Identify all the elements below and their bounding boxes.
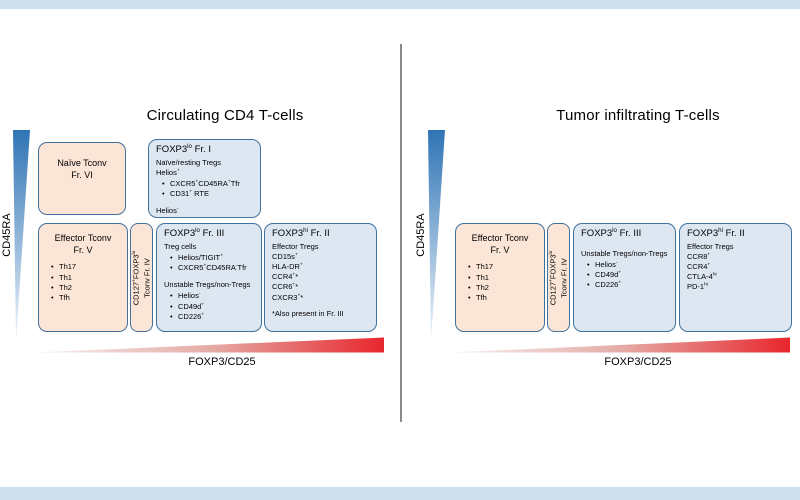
marker-line: CCR4+* bbox=[272, 272, 299, 282]
fr3-unstable-label: Unstable Tregs/non-Tregs bbox=[581, 248, 668, 258]
marker-item: CD31+ RTE bbox=[162, 189, 253, 199]
effector-tconv-title: Effector Tconv bbox=[54, 233, 112, 243]
fr4-line1: CD127+FOXP3lo bbox=[131, 250, 140, 305]
marker-line: PD-1hi bbox=[687, 282, 708, 292]
fr1-helios-negative: Helios- bbox=[156, 206, 179, 216]
effector-tconv-box: Effector Tconv Fr. V Th17 Th1 Th2 Tfh bbox=[455, 223, 545, 332]
marker-item: CD226+ bbox=[587, 280, 668, 290]
marker-item: CXCR5+CD45RA-Tfr bbox=[170, 263, 254, 273]
foxp3-gradient-wedge bbox=[450, 337, 790, 353]
naive-tconv-box: Naïve Tconv Fr. VI bbox=[38, 142, 126, 215]
fr2-treg-box: FOXP3hi Fr. II Effector Tregs CD15s+ HLA… bbox=[264, 223, 377, 332]
fr4-line2: Tconv Fr. IV bbox=[141, 257, 151, 298]
subset-item: Th17 bbox=[51, 262, 127, 272]
y-axis-label: CD45RA bbox=[415, 213, 427, 257]
fr3-title: FOXP3lo Fr. III bbox=[581, 226, 642, 239]
marker-item: Helios- bbox=[587, 260, 668, 270]
fr4-label: CD127+FOXP3lo Tconv Fr. IV bbox=[548, 225, 569, 331]
fr1-treg-box: FOXP3lo Fr. I Naïve/resting Tregs Helios… bbox=[148, 139, 261, 218]
marker-line: CXCR3+* bbox=[272, 292, 304, 302]
effector-tconv-fraction: Fr. V bbox=[490, 244, 510, 255]
fr4-tconv-box: CD127+FOXP3lo Tconv Fr. IV bbox=[130, 223, 153, 332]
effector-tconv-title: Effector Tconv bbox=[471, 233, 529, 243]
fr3-unstable-marker-list: Helios- CD49d+ CD226+ bbox=[587, 260, 668, 291]
panel-tumor-infiltrating: Tumor infiltrating T-cells CD45RA Effect… bbox=[406, 0, 800, 500]
panel-divider-line bbox=[400, 44, 402, 422]
fr2-subtitle: Effector Tregs bbox=[687, 241, 734, 251]
subset-item: Th1 bbox=[51, 273, 127, 283]
marker-item: Helios- bbox=[170, 291, 254, 301]
fr2-treg-box: FOXP3hi Fr. II Effector Tregs CCR8+ CCR4… bbox=[679, 223, 792, 332]
fr1-title: FOXP3lo Fr. I bbox=[156, 142, 211, 155]
fr3-title: FOXP3lo Fr. III bbox=[164, 226, 225, 239]
marker-line: CCR4+ bbox=[687, 262, 711, 272]
marker-line: HLA-DR+ bbox=[272, 262, 303, 272]
bottom-border-strip bbox=[0, 487, 800, 500]
foxp3-gradient-wedge bbox=[34, 337, 384, 353]
fr3-unstable-marker-list: Helios- CD49d+ CD226+ bbox=[170, 291, 254, 322]
fr3-treg-marker-list: Helios/TIGIT+ CXCR5+CD45RA-Tfr bbox=[170, 253, 254, 273]
effector-subset-list: Th17 Th1 Th2 Tfh bbox=[468, 262, 544, 303]
subset-item: Th17 bbox=[468, 262, 544, 272]
fr1-subtitle: Naïve/resting Tregs bbox=[156, 157, 222, 167]
marker-item: CD49d+ bbox=[170, 302, 254, 312]
fr2-title: FOXP3hi Fr. II bbox=[687, 226, 745, 239]
fr2-subtitle: Effector Tregs bbox=[272, 241, 319, 251]
marker-line: CTLA-4hi bbox=[687, 272, 717, 282]
marker-line: CD15s+ bbox=[272, 252, 298, 261]
effector-tconv-box: Effector Tconv Fr. V Th17 Th1 Th2 Tfh bbox=[38, 223, 128, 332]
fr3-treg-label: Treg cells bbox=[164, 241, 197, 251]
fr4-line1: CD127+FOXP3lo bbox=[548, 250, 557, 305]
effector-tconv-fraction: Fr. V bbox=[73, 244, 93, 255]
fr2-footnote: *Also present in Fr. III bbox=[272, 308, 344, 318]
marker-line: CCR6+* bbox=[272, 282, 299, 292]
panel-title-tumor: Tumor infiltrating T-cells bbox=[556, 107, 720, 124]
subset-item: Th2 bbox=[468, 283, 544, 293]
fr4-tconv-box: CD127+FOXP3lo Tconv Fr. IV bbox=[547, 223, 570, 332]
fr4-line2: Tconv Fr. IV bbox=[558, 257, 568, 298]
panel-title-circulating: Circulating CD4 T-cells bbox=[146, 107, 304, 124]
marker-item: CD49d+ bbox=[587, 270, 668, 280]
cd45ra-gradient-wedge bbox=[428, 130, 445, 341]
effector-subset-list: Th17 Th1 Th2 Tfh bbox=[51, 262, 127, 303]
marker-item: CD226+ bbox=[170, 312, 254, 322]
subset-item: Tfh bbox=[51, 293, 127, 303]
fr3-treg-box: FOXP3lo Fr. III Unstable Tregs/non-Tregs… bbox=[573, 223, 676, 332]
fr4-label: CD127+FOXP3lo Tconv Fr. IV bbox=[131, 225, 152, 331]
marker-item: CXCR5+CD45RA+Tfr bbox=[162, 179, 253, 189]
subset-item: Tfh bbox=[468, 293, 544, 303]
fr3-unstable-label: Unstable Tregs/non-Tregs bbox=[164, 280, 251, 290]
cd45ra-gradient-wedge bbox=[13, 130, 30, 341]
fr3-treg-box: FOXP3lo Fr. III Treg cells Helios/TIGIT+… bbox=[156, 223, 262, 332]
panel-circulating: Circulating CD4 T-cells CD45RA Naïve Tco… bbox=[0, 0, 400, 500]
subset-item: Th1 bbox=[468, 273, 544, 283]
fr1-helios-positive: Helios+ bbox=[156, 168, 180, 177]
y-axis-label: CD45RA bbox=[1, 213, 13, 257]
fr2-title: FOXP3hi Fr. II bbox=[272, 226, 330, 239]
naive-tconv-title: Naïve Tconv bbox=[57, 158, 107, 168]
x-axis-label: FOXP3/CD25 bbox=[188, 356, 256, 368]
x-axis-label: FOXP3/CD25 bbox=[604, 356, 672, 368]
naive-tconv-fraction: Fr. VI bbox=[71, 169, 93, 180]
fr1-marker-list: CXCR5+CD45RA+Tfr CD31+ RTE bbox=[162, 179, 253, 199]
top-border-strip bbox=[0, 0, 800, 9]
marker-line: CCR8+ bbox=[687, 252, 711, 261]
marker-item: Helios/TIGIT+ bbox=[170, 253, 254, 263]
subset-item: Th2 bbox=[51, 283, 127, 293]
